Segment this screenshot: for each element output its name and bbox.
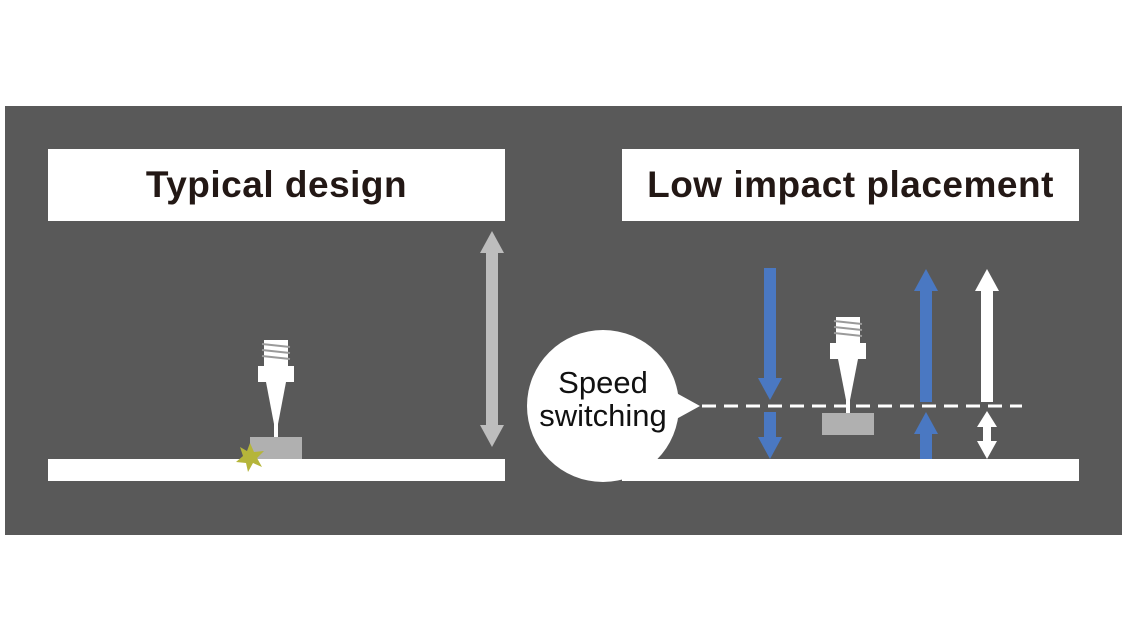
impact-star-icon [236,443,264,472]
bubble-line-2: switching [539,398,667,433]
blue-down-arrow-slow-icon [758,412,782,459]
blue-up-arrow-fast-icon [914,269,938,402]
right-board [622,459,1079,481]
left-component-block-icon [250,437,302,459]
speed-switching-bubble [527,330,700,482]
bubble-line-1: Speed [558,365,648,400]
left-board [48,459,505,481]
left-nozzle-icon [258,340,294,437]
typical-design-title: Typical design [48,149,505,221]
speed-switching-label: Speed switching [530,366,676,432]
right-nozzle-icon [830,317,866,413]
blue-down-arrow-fast-icon [758,268,782,400]
left-travel-double-arrow-icon [480,231,504,447]
low-impact-placement-title: Low impact placement [622,149,1079,221]
right-component-block-icon [822,413,874,435]
white-double-arrow-icon [977,411,997,459]
blue-up-arrow-slow-icon [914,412,938,459]
white-up-arrow-icon [975,269,999,402]
